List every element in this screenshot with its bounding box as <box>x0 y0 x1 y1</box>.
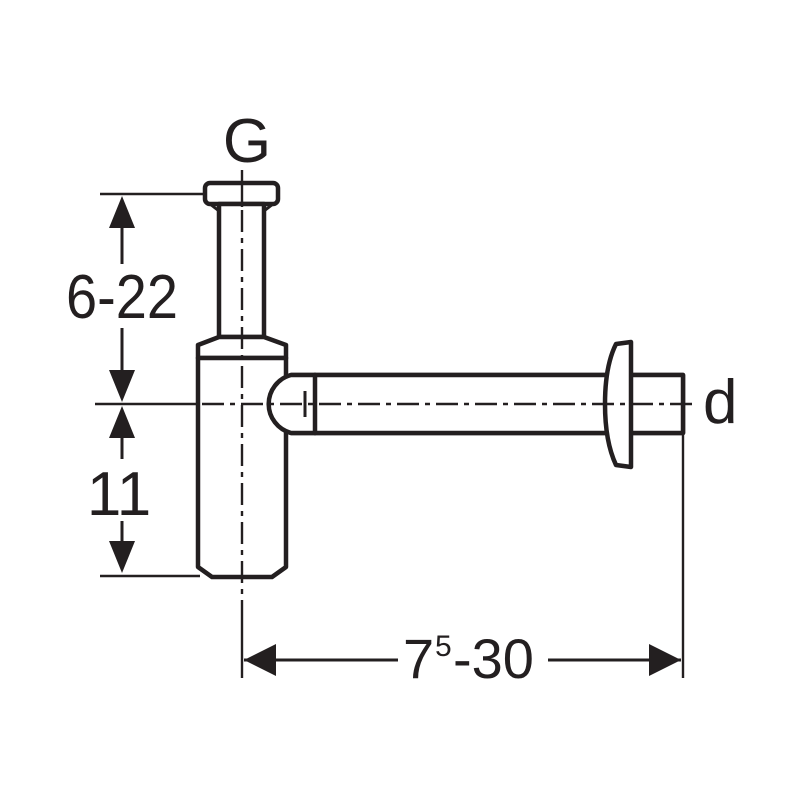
dim-75-30-main: 7 <box>403 627 434 690</box>
dimension-arrows <box>109 196 681 676</box>
part-outlines <box>195 180 686 580</box>
arrow-down-11 <box>109 541 135 573</box>
centerlines <box>202 210 695 598</box>
outlet-diameter-label: d <box>703 368 737 437</box>
arrow-up-11 <box>109 406 135 438</box>
trap-body <box>195 355 289 580</box>
dim-6-22-value: 6-22 <box>66 263 178 332</box>
dim-11-value: 11 <box>87 460 151 529</box>
arrow-left-75-30 <box>244 644 276 676</box>
arrow-right-75-30 <box>649 644 681 676</box>
dim-75-30-superscript: 5 <box>435 630 452 663</box>
extension-lines <box>95 170 685 678</box>
labels: G d 6-22 11 7 5 -30 <box>66 107 737 690</box>
arrow-down-6-22 <box>109 370 135 402</box>
dim-75-30-tail: -30 <box>453 627 534 690</box>
inlet-thread-label: G <box>223 107 271 176</box>
arrow-up-6-22 <box>109 196 135 228</box>
dim-75-30-value: 7 5 -30 <box>403 605 534 690</box>
